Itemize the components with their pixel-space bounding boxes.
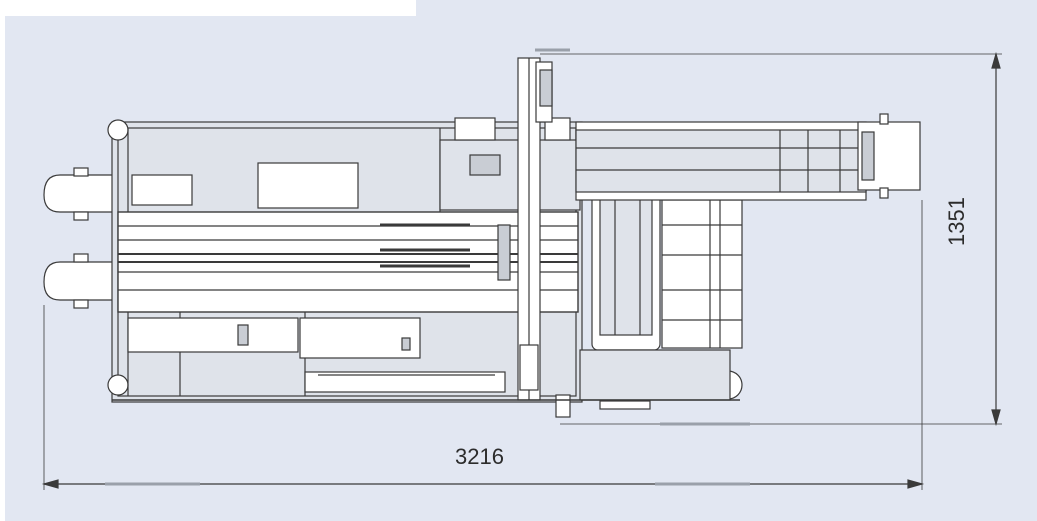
width-dimension-label: 3216	[455, 444, 504, 469]
left-roller-top	[43, 167, 119, 221]
output-conveyor	[575, 113, 921, 201]
guide-rails	[661, 199, 743, 349]
panel-top-strip	[416, 0, 1037, 16]
feeder-box	[591, 159, 661, 351]
width-dimension-line	[41, 200, 925, 490]
lower-frame	[112, 317, 740, 410]
left-roller-bottom	[43, 253, 119, 309]
top-white-strip	[0, 0, 416, 16]
height-dimension-line	[535, 48, 1002, 427]
upper-mechanism	[131, 117, 581, 211]
height-dimension-label: 1351	[944, 197, 969, 246]
